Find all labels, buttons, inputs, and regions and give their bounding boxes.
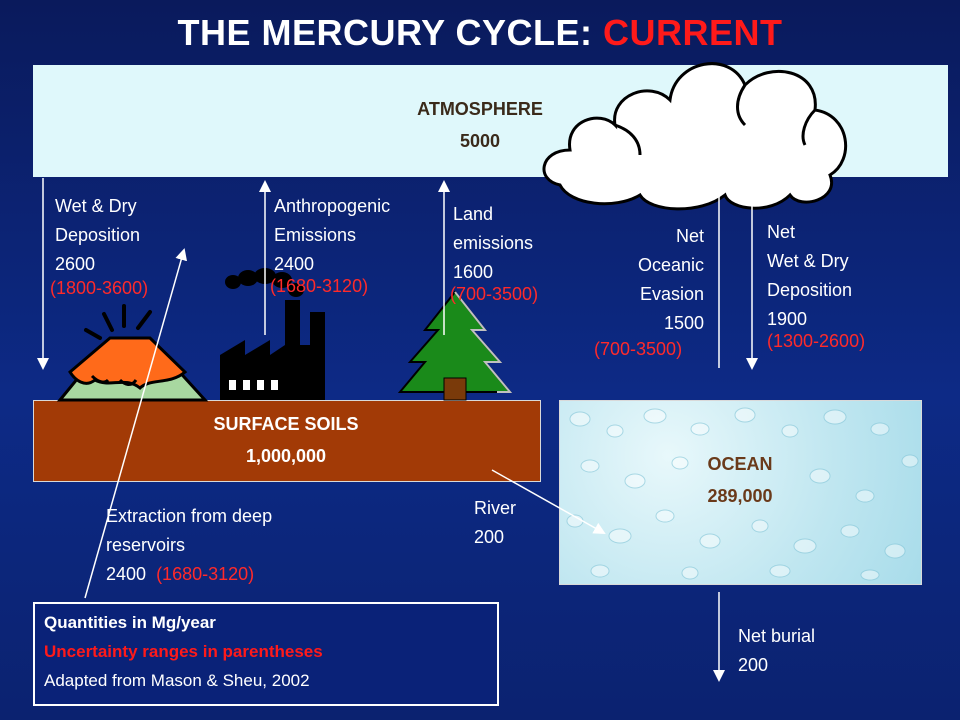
- soils-name: SURFACE SOILS: [213, 414, 359, 434]
- wet-dry-land-label: Wet & Dry Deposition 2600: [55, 192, 140, 279]
- extraction-line1: Extraction from deep: [106, 506, 273, 526]
- volcano-icon: [56, 304, 209, 402]
- ocean-name: OCEAN: [707, 454, 773, 474]
- burial-value: 200: [738, 655, 769, 675]
- extraction-line2: reservoirs: [106, 535, 186, 555]
- burial-line1: Net burial: [738, 626, 816, 646]
- water-droplets-texture: [566, 407, 919, 581]
- river-arrow: [491, 469, 606, 534]
- legend-source: Adapted from Mason & Sheu, 2002: [44, 671, 310, 690]
- burial-label: Net burial 200: [738, 622, 815, 680]
- anthropogenic-range: (1680-3120): [270, 276, 369, 296]
- wet-dry-ocean-line1: Net: [767, 222, 796, 242]
- soils-value: 1,000,000: [245, 446, 327, 466]
- river-value: 200: [474, 527, 505, 547]
- ocean-value: 289,000: [707, 486, 773, 506]
- wet-dry-ocean-label: Net Wet & Dry Deposition 1900: [767, 218, 852, 334]
- land-emissions-line2: emissions: [453, 233, 534, 253]
- wet-dry-land-range: (1800-3600): [50, 278, 149, 298]
- oceanic-evasion-label: Net Oceanic Evasion 1500: [590, 222, 704, 338]
- extraction-range: (1680-3120): [156, 564, 255, 584]
- soils-label: SURFACE SOILS 1,000,000: [33, 408, 539, 472]
- legend-units: Quantities in Mg/year: [44, 613, 216, 632]
- extraction-value: 2400: [106, 564, 147, 584]
- factory-icon: [220, 268, 325, 400]
- ocean-label: OCEAN 289,000: [680, 448, 800, 512]
- extraction-label: Extraction from deep reservoirs 2400 (16…: [106, 502, 272, 589]
- land-emissions-label: Land emissions 1600: [453, 200, 533, 287]
- wet-dry-ocean-value: 1900: [767, 309, 808, 329]
- oceanic-evasion-line1: Net: [675, 226, 704, 246]
- river-line1: River: [474, 498, 517, 518]
- title-main: THE MERCURY CYCLE:: [177, 12, 604, 53]
- atmosphere-name: ATMOSPHERE: [417, 99, 543, 119]
- land-emissions-value: 1600: [453, 262, 494, 282]
- ocean-box: [559, 400, 922, 585]
- wet-dry-land-value: 2600: [55, 254, 96, 274]
- oceanic-evasion-line3: Evasion: [639, 284, 704, 304]
- title-accent: CURRENT: [603, 12, 783, 53]
- wet-dry-ocean-line2: Wet & Dry: [767, 251, 849, 271]
- anthropogenic-label: Anthropogenic Emissions 2400: [274, 192, 390, 279]
- oceanic-evasion-range: (700-3500): [594, 339, 683, 359]
- atmosphere-label: ATMOSPHERE 5000: [390, 93, 570, 157]
- wet-dry-ocean-range: (1300-2600): [767, 331, 866, 351]
- legend-box: Quantities in Mg/year Uncertainty ranges…: [33, 602, 499, 706]
- surface-soils-box: [33, 400, 541, 482]
- oceanic-evasion-value: 1500: [663, 313, 704, 333]
- anthropogenic-line2: Emissions: [274, 225, 357, 245]
- legend-uncertainty: Uncertainty ranges in parentheses: [44, 642, 323, 661]
- anthropogenic-value: 2400: [274, 254, 315, 274]
- page-title: THE MERCURY CYCLE: CURRENT: [0, 12, 960, 54]
- wet-dry-land-line1: Wet & Dry: [55, 196, 137, 216]
- wet-dry-land-line2: Deposition: [55, 225, 141, 245]
- extraction-arrow: [84, 248, 188, 599]
- land-emissions-range: (700-3500): [450, 284, 539, 304]
- cloud-icon: [542, 62, 847, 211]
- oceanic-evasion-line2: Oceanic: [637, 255, 704, 275]
- atmosphere-value: 5000: [459, 131, 501, 151]
- wet-dry-ocean-line3: Deposition: [767, 280, 853, 300]
- land-emissions-line1: Land: [453, 204, 494, 224]
- anthropogenic-line1: Anthropogenic: [274, 196, 391, 216]
- river-label: River 200: [474, 494, 516, 552]
- tree-icon: [397, 290, 513, 401]
